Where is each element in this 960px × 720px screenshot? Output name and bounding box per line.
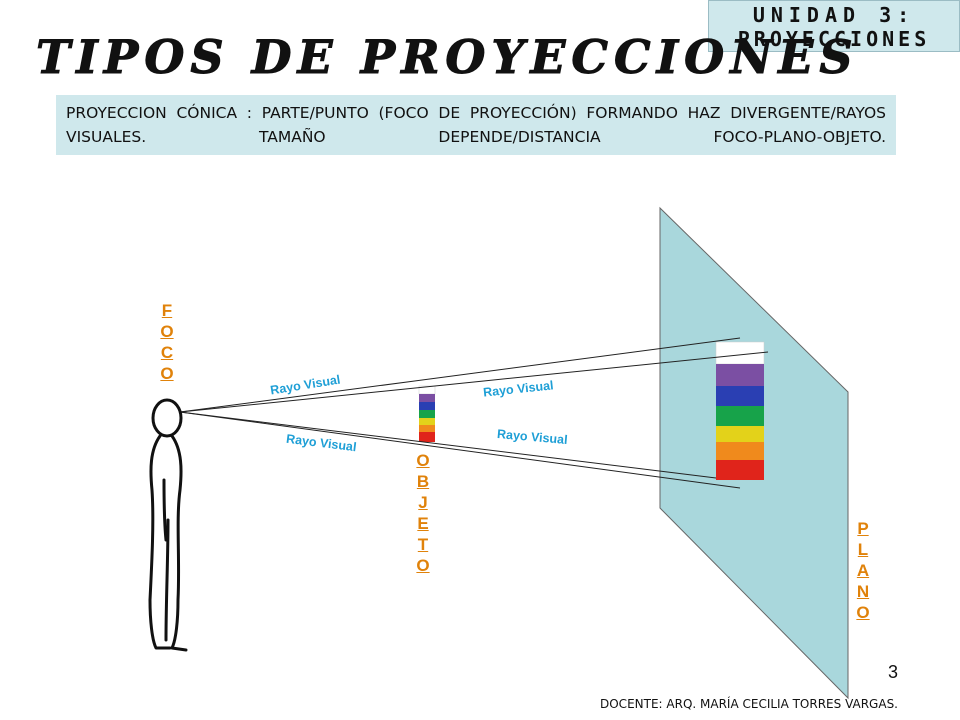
visual-ray-1 xyxy=(179,337,741,413)
visual-ray-2 xyxy=(179,351,769,413)
visual-ray-3 xyxy=(179,411,717,479)
visual-ray-4 xyxy=(179,411,741,489)
projected-candle xyxy=(715,341,765,480)
description-text: PROYECCION CÓNICA : PARTE/PUNTO (FOCO DE… xyxy=(66,104,886,146)
footer-credit: DOCENTE: ARQ. MARÍA CECILIA TORRES VARGA… xyxy=(600,697,898,711)
observer-figure xyxy=(148,398,188,652)
unit-badge: UNIDAD 3: PROYECCIONES xyxy=(708,0,960,52)
object-candle xyxy=(418,385,436,442)
unit-topic: PROYECCIONES xyxy=(737,27,931,51)
unit-number: UNIDAD 3: xyxy=(752,3,916,27)
description-box: PROYECCION CÓNICA : PARTE/PUNTO (FOCO DE… xyxy=(56,95,896,155)
page-title: TIPOS DE PROYECCIONES xyxy=(36,30,859,85)
page-number: 3 xyxy=(888,662,899,682)
